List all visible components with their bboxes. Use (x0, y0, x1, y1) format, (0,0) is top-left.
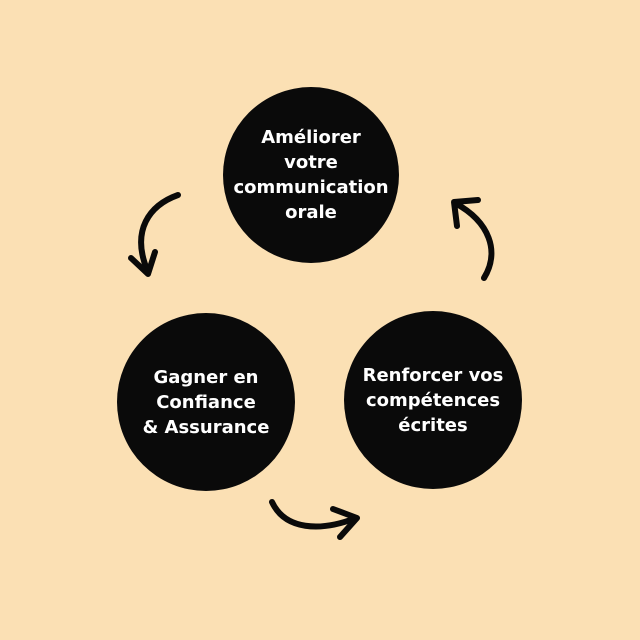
arrow-left-to-right-icon (269, 499, 360, 540)
node-label-line: votre (284, 152, 338, 173)
node-gagner-confiance: Gagner en Confiance & Assurance (117, 313, 295, 491)
node-label-line: Gagner en (153, 366, 259, 388)
node-label: Gagner en Confiance & Assurance (131, 365, 281, 440)
arrow-top-to-left-icon (128, 192, 181, 277)
node-label-line: & Assurance (142, 416, 270, 438)
node-renforcer-competences-ecrites: Renforcer vos compétences écrites (344, 311, 522, 489)
arrow-right-to-top-icon (451, 197, 495, 281)
node-label: Améliorer votre communication orale (231, 125, 391, 225)
node-label-line: orale (285, 202, 337, 223)
node-label-line: Améliorer (261, 127, 361, 148)
node-label-line: compétences (365, 389, 501, 411)
node-label: Renforcer vos compétences écrites (358, 363, 508, 438)
node-ameliorer-communication-orale: Améliorer votre communication orale (223, 87, 399, 263)
node-label-line: écrites (398, 414, 468, 436)
node-label-line: Confiance (156, 391, 256, 413)
node-label-line: Renforcer vos (362, 364, 504, 386)
node-label-line: communication (233, 177, 389, 198)
